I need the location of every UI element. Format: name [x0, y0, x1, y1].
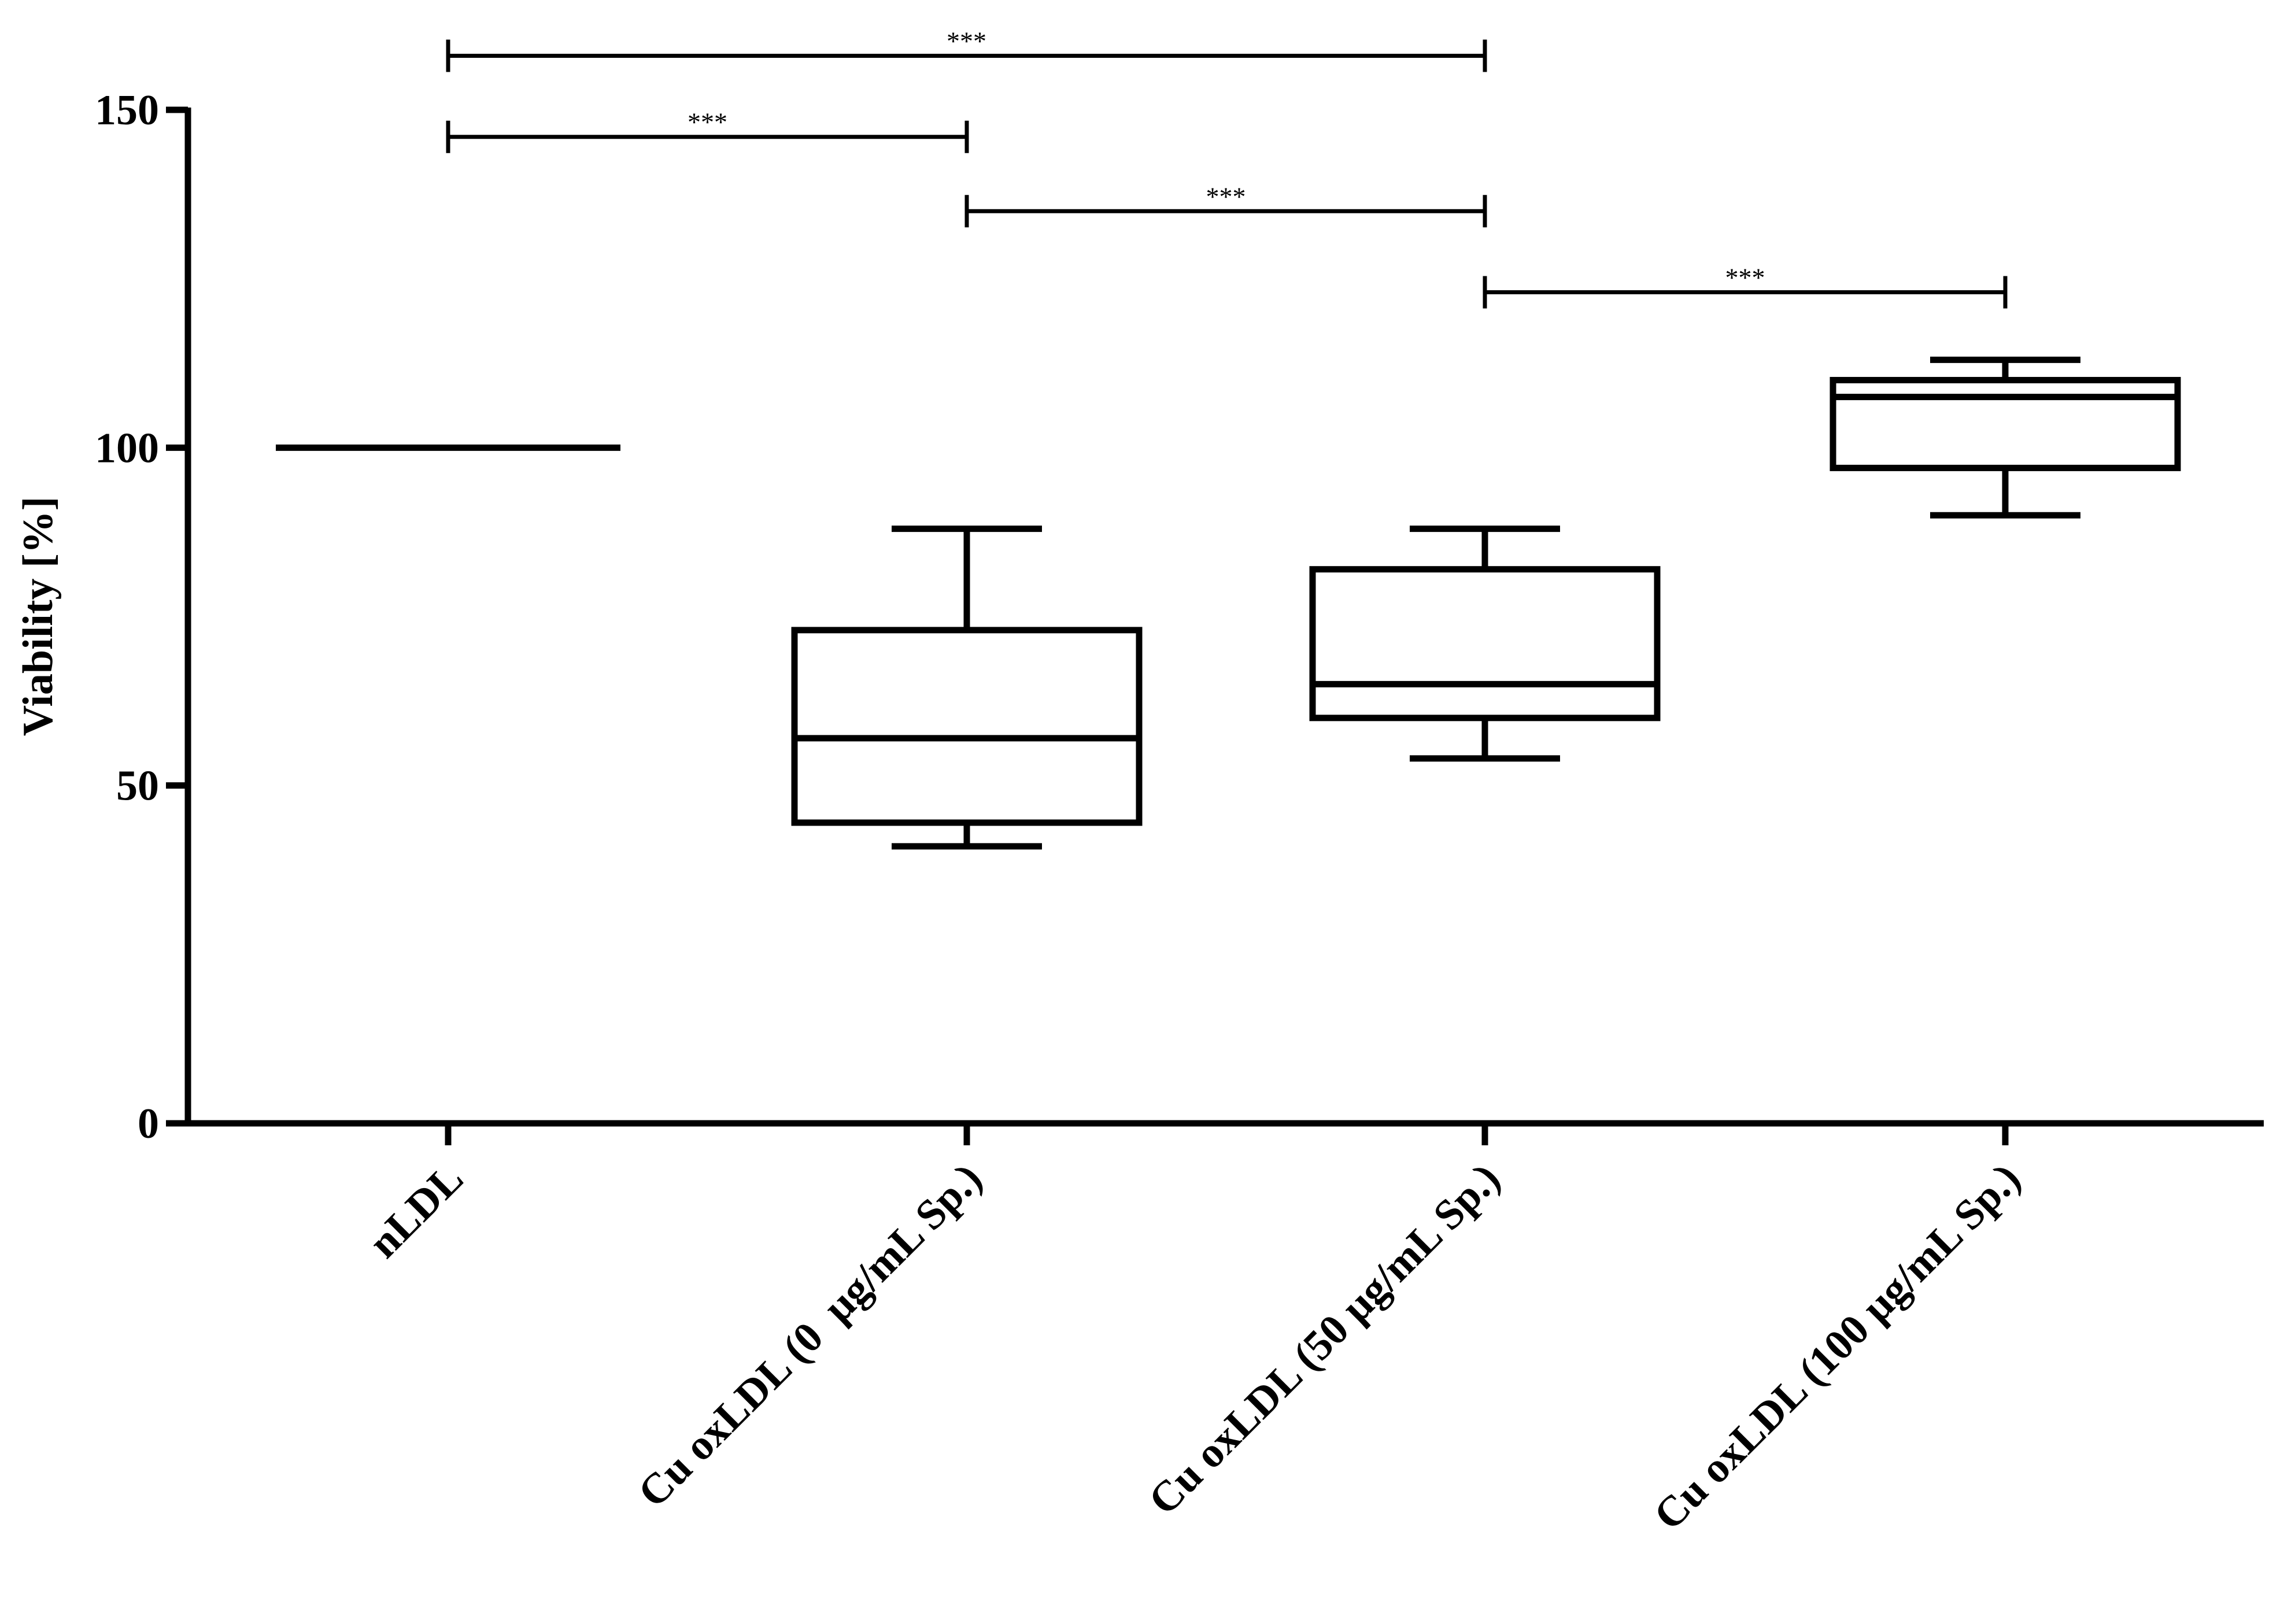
box-group-1: [791, 526, 1143, 1145]
y-tick-label: 150: [95, 87, 159, 134]
box-group-2: [1309, 526, 1661, 1145]
significance-label: ***: [688, 108, 727, 137]
category-label: nLDL: [360, 1155, 472, 1267]
significance-label: ***: [947, 27, 986, 56]
significance-bracket-3: ***: [1483, 263, 2008, 309]
y-axis-title: Viability [%]: [14, 497, 62, 737]
category-label: Cu oxLDL (100 µg/mL Sp.): [1645, 1155, 2030, 1539]
iqr-box: [1830, 376, 2181, 471]
axes: [184, 108, 2264, 1127]
box-series: [276, 356, 2181, 1145]
y-tick-label: 50: [116, 763, 159, 810]
significance-bracket-2: ***: [964, 182, 1487, 228]
category-labels: nLDL Cu oxLDL (0 µg/mL Sp.) Cu oxLDL (50 µ…: [360, 1155, 2030, 1539]
significance-label: ***: [1206, 182, 1246, 211]
iqr-box: [1309, 566, 1661, 722]
y-tick-label: 100: [95, 424, 159, 472]
box-group-0: [276, 444, 620, 1145]
category-label: Cu oxLDL (0 µg/mL Sp.): [629, 1155, 991, 1516]
significance-label: ***: [1725, 263, 1765, 293]
significance-bracket-1: ***: [446, 108, 969, 153]
category-label: Cu oxLDL (50 µg/mL Sp.): [1140, 1155, 1509, 1524]
significance-brackets: *** *** *** ***: [446, 27, 2008, 309]
y-axis-ticks: 0 50 100 150: [95, 87, 188, 1148]
significance-bracket-0: ***: [446, 27, 1487, 72]
iqr-box: [791, 627, 1143, 826]
box-group-3: [1830, 356, 2181, 1145]
y-tick-label: 0: [138, 1100, 159, 1148]
